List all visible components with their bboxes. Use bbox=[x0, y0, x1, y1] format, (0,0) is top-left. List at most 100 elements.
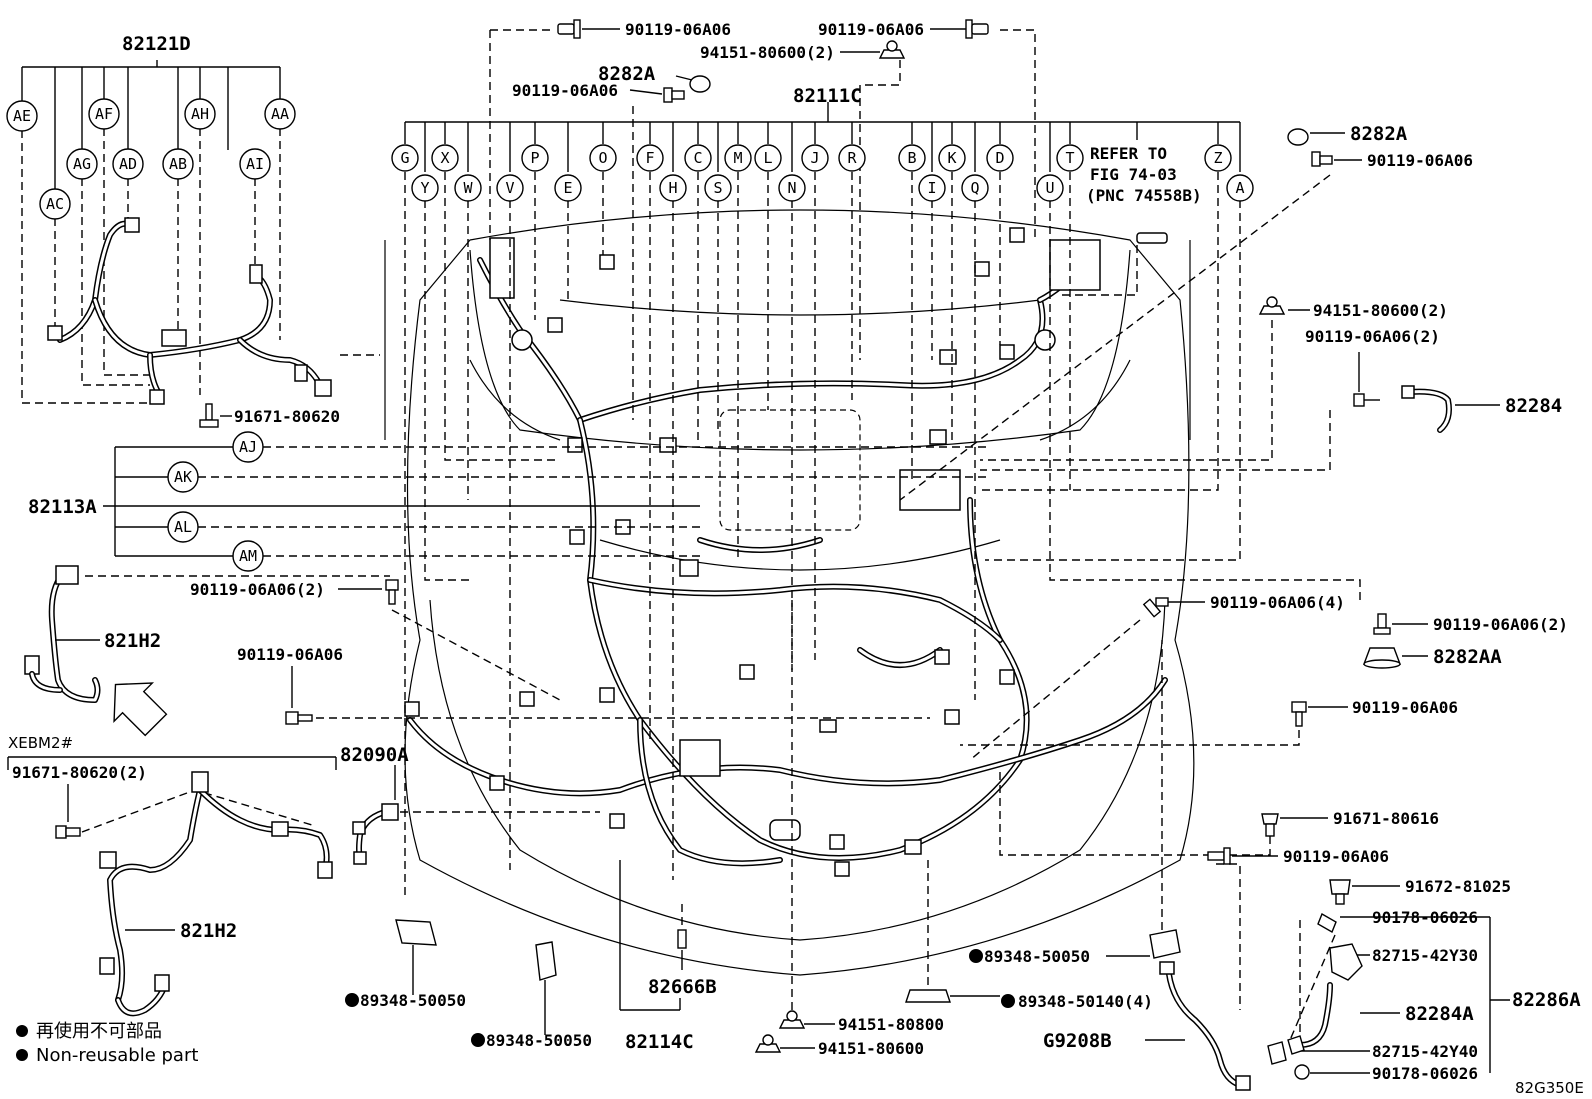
callout-g: G bbox=[400, 149, 409, 167]
label-grom-left: 89348-50050 bbox=[360, 991, 466, 1010]
label-left-bolt-2: 90119-06A06(2) bbox=[190, 580, 325, 599]
legend-jp: 再使用不可部品 bbox=[36, 1021, 162, 1042]
ground-wire-g9208b bbox=[1145, 961, 1251, 1091]
label-clamp-bolt: 90119-06A06 bbox=[512, 81, 618, 100]
label-top-bolt-left: 90119-06A06 bbox=[625, 20, 731, 39]
label-xebm-bolt: 91671-80620(2) bbox=[12, 763, 147, 782]
legend-dot-jp bbox=[16, 1025, 28, 1037]
top-bolt-right bbox=[930, 19, 989, 39]
label-821h2-a: 821H2 bbox=[104, 630, 161, 652]
label-grom-140: 89348-50140(4) bbox=[1018, 992, 1153, 1011]
clamp-bolt bbox=[629, 87, 685, 103]
center-bolt-4-leader bbox=[969, 619, 1141, 761]
right-bolt-mid bbox=[960, 701, 1348, 746]
callout-j: J bbox=[810, 149, 819, 167]
callout-h: H bbox=[668, 179, 677, 197]
callout-v: V bbox=[505, 179, 514, 197]
callout-i: I bbox=[927, 179, 936, 197]
label-91671-80620: 91671-80620 bbox=[234, 407, 340, 426]
main-callouts-row2: Y W V E H S N I Q U A bbox=[411, 174, 1254, 202]
callout-q: Q bbox=[970, 179, 979, 197]
left-bolt-2-leader bbox=[391, 609, 561, 701]
refer-note-line2: FIG 74-03 bbox=[1090, 165, 1177, 184]
label-nut-top: 94151-80600(2) bbox=[700, 43, 835, 62]
retainer-82666b bbox=[677, 900, 687, 970]
callout-af: AF bbox=[95, 105, 113, 123]
engine-harness-bracket: AJ AK AL AM bbox=[103, 431, 990, 572]
sub-harness-82121d bbox=[21, 60, 380, 405]
variant-code: XEBM2# bbox=[8, 734, 73, 752]
callout-ad: AD bbox=[119, 155, 137, 173]
callout-ae: AE bbox=[13, 107, 31, 125]
refer-note-line3: (PNC 74558B) bbox=[1086, 186, 1202, 205]
legend-en: Non-reusable part bbox=[36, 1045, 198, 1066]
label-82286a: 82286A bbox=[1512, 989, 1581, 1011]
sub-harness-callouts: AE AC AG AF AD AB AH AI AA bbox=[6, 98, 296, 220]
label-clamp-right: 8282A bbox=[1350, 123, 1408, 145]
callout-u: U bbox=[1045, 179, 1054, 197]
left-bolt bbox=[285, 666, 313, 725]
sensor-harness-821h2-a bbox=[24, 565, 390, 737]
callout-n: N bbox=[787, 179, 796, 197]
figure-code: 82G350E bbox=[1515, 1079, 1584, 1097]
sensor-wire-82284 bbox=[1401, 385, 1500, 433]
nut-top bbox=[840, 40, 906, 59]
label-82666b: 82666B bbox=[648, 976, 717, 998]
callout-t: T bbox=[1065, 149, 1074, 167]
label-82111c: 82111C bbox=[793, 85, 862, 107]
label-right-bolt-2b: 90119-06A06(2) bbox=[1433, 615, 1568, 634]
right-clamp-leader bbox=[899, 174, 1331, 501]
callout-ah: AH bbox=[191, 105, 209, 123]
right-bolt-2b bbox=[1373, 613, 1428, 635]
label-82114c: 82114C bbox=[625, 1031, 694, 1053]
callout-y: Y bbox=[420, 179, 429, 197]
label-82090a: 82090A bbox=[340, 744, 409, 766]
nut-600 bbox=[754, 1034, 815, 1053]
clamp-aa bbox=[1362, 647, 1428, 669]
callout-x: X bbox=[440, 149, 449, 167]
callout-z: Z bbox=[1213, 149, 1222, 167]
label-grom-center: 89348-50050 bbox=[486, 1031, 592, 1050]
callout-o: O bbox=[598, 149, 607, 167]
nut-800 bbox=[778, 600, 835, 1029]
label-right-bolt-mid: 90119-06A06 bbox=[1352, 698, 1458, 717]
label-bolt-81025: 91672-81025 bbox=[1405, 877, 1511, 896]
protector-82090a bbox=[352, 765, 600, 865]
grommet-right bbox=[969, 640, 1181, 963]
floor-wire-82114c bbox=[619, 860, 681, 1011]
callout-aa: AA bbox=[271, 105, 289, 123]
callout-ai: AI bbox=[246, 155, 264, 173]
callout-b: B bbox=[907, 149, 916, 167]
label-g9208b: G9208B bbox=[1043, 1030, 1112, 1052]
callout-k: K bbox=[947, 149, 956, 167]
bolt-80616 bbox=[999, 770, 1328, 856]
main-harness-connectors bbox=[404, 227, 1168, 877]
label-82113a: 82113A bbox=[28, 496, 97, 518]
callout-aj: AJ bbox=[239, 438, 257, 456]
label-bolt-low-right: 90119-06A06 bbox=[1283, 847, 1389, 866]
legend: 再使用不可部品 Non-reusable part bbox=[16, 1021, 198, 1066]
refer-note-line1: REFER TO bbox=[1090, 144, 1167, 163]
label-center-bolt-4: 90119-06A06(4) bbox=[1210, 593, 1345, 612]
callout-e: E bbox=[563, 179, 572, 197]
label-right-clamp-bolt: 90119-06A06 bbox=[1367, 151, 1473, 170]
main-callout-leaders bbox=[404, 29, 1361, 900]
callout-w: W bbox=[463, 179, 473, 197]
callout-f: F bbox=[645, 149, 654, 167]
clamp-top bbox=[675, 75, 711, 93]
label-82284: 82284 bbox=[1505, 395, 1562, 417]
label-left-bolt: 90119-06A06 bbox=[237, 645, 343, 664]
label-bolt-80616: 91671-80616 bbox=[1333, 809, 1439, 828]
center-bolt-4 bbox=[1142, 597, 1205, 618]
label-82121d: 82121D bbox=[122, 33, 191, 55]
bolt-low-right bbox=[1207, 847, 1278, 1010]
label-clamp-top: 8282A bbox=[598, 63, 656, 85]
bolt-right-2-leader bbox=[980, 410, 1331, 471]
callout-a: A bbox=[1235, 179, 1244, 197]
label-clip-b: 90178-06026 bbox=[1372, 1064, 1478, 1083]
bolt-81025 bbox=[1329, 879, 1400, 905]
label-nut-600: 94151-80600 bbox=[818, 1039, 924, 1058]
label-clamp-y30: 82715-42Y30 bbox=[1372, 946, 1478, 965]
grommet-140 bbox=[905, 860, 1015, 1008]
